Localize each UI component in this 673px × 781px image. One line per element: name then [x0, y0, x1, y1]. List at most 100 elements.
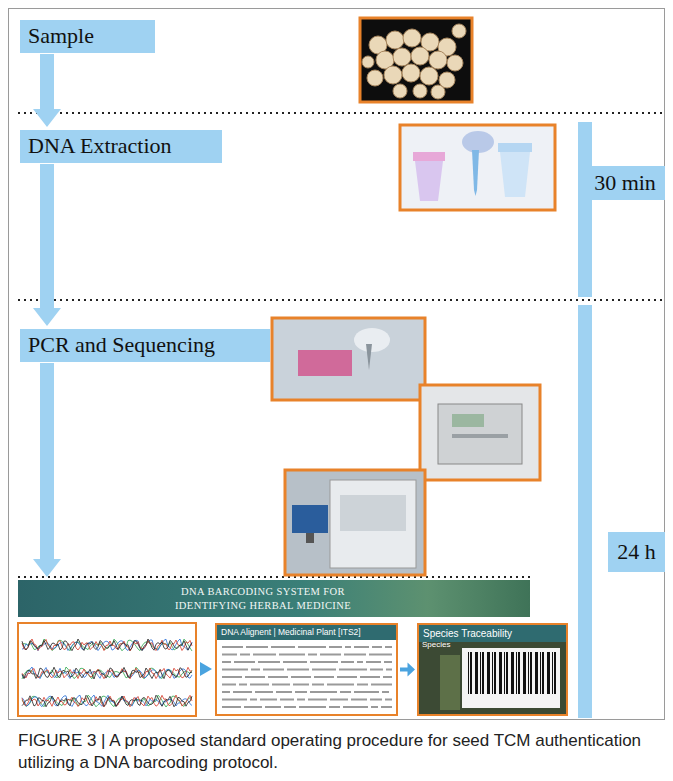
- alignment-screenshot: [357, 661, 363, 663]
- alignment-screenshot: [371, 706, 378, 708]
- pcr-photo: [452, 414, 484, 427]
- node-text: 30 min: [594, 170, 656, 196]
- seed-photo: [411, 47, 429, 65]
- species-screenshot: [475, 652, 478, 694]
- alignment-screenshot: [308, 699, 327, 701]
- alignment-screenshot: [276, 691, 292, 693]
- alignment-screenshot: [291, 676, 311, 678]
- species-screenshot: [547, 652, 550, 694]
- species-screenshot: [494, 652, 496, 694]
- species-screenshot: [540, 652, 541, 694]
- flow-arrow: [33, 54, 61, 127]
- seed-photo: [402, 64, 420, 82]
- species-screenshot: [504, 652, 505, 694]
- species-screenshot: [523, 652, 526, 694]
- species-screenshot: [542, 652, 544, 694]
- alignment-screenshot: [222, 661, 231, 663]
- alignment-screenshot: [345, 646, 351, 648]
- seed-photo: [403, 29, 421, 47]
- pcr-photo: [272, 318, 425, 400]
- alignment-screenshot: [271, 646, 295, 648]
- alignment-screenshot: [260, 699, 277, 701]
- species-screenshot: [506, 652, 508, 694]
- extraction-photo: [413, 152, 445, 161]
- alignment-screenshot: [385, 646, 392, 648]
- node-text: Species Traceability: [419, 625, 566, 642]
- alignment-screenshot: [251, 669, 260, 671]
- alignment-screenshot: [222, 646, 243, 648]
- alignment-screenshot: [250, 684, 269, 686]
- chromatogram-screenshot: [18, 623, 196, 716]
- dotted-divider: [18, 299, 665, 301]
- dotted-divider: [18, 113, 665, 577]
- alignment-screenshot: [329, 646, 342, 648]
- flow-arrow: [33, 164, 61, 326]
- chromatogram-screenshot: [22, 639, 192, 651]
- alignment-screenshot: [385, 699, 392, 701]
- pcr-photo: [306, 533, 314, 543]
- system-banner: DNA BARCODING SYSTEM FOR IDENTIFYING HER…: [18, 580, 530, 617]
- extraction-photo: [500, 152, 530, 197]
- alignment-screenshot: [371, 684, 392, 686]
- alignment-screenshot: [253, 654, 276, 656]
- species-screenshot: [440, 655, 460, 710]
- alignment-screenshot: [312, 669, 336, 671]
- seed-photo: [386, 31, 404, 49]
- alignment-screenshot: [341, 661, 354, 663]
- species-screenshot: [499, 652, 502, 694]
- species-screenshot: [468, 652, 469, 694]
- alignment-screenshot: [329, 706, 340, 708]
- species-screenshot: [528, 652, 529, 694]
- pcr-photo: [366, 344, 372, 370]
- pcr-photo: [285, 470, 425, 575]
- node-text: DNA Extraction: [28, 133, 172, 159]
- species-screenshot: [554, 652, 556, 694]
- extraction-photo: [498, 143, 532, 152]
- alignment-screenshot: [222, 684, 236, 686]
- dotted-divider: [18, 576, 530, 578]
- pcr-photo: [292, 505, 328, 533]
- chromatogram-screenshot: [22, 667, 192, 679]
- alignment-screenshot: [245, 676, 265, 678]
- alignment-screenshot: [344, 654, 366, 656]
- pcr-photo: [354, 328, 390, 352]
- alignment-screenshot: [222, 699, 247, 701]
- figure-frame: [9, 9, 665, 720]
- node-text: 24 h: [617, 539, 656, 565]
- alignment-screenshot: [314, 676, 334, 678]
- alignment-screenshot: [284, 706, 296, 708]
- alignment-screenshot: [337, 676, 357, 678]
- extraction-photo: [400, 125, 555, 210]
- alignment-screenshot: [272, 684, 290, 686]
- alignment-screenshot: [320, 654, 341, 656]
- panel-label: Species: [422, 640, 450, 650]
- pcr-photo: [340, 495, 406, 531]
- alignment-screenshot: [372, 646, 382, 648]
- alignment-screenshot: [383, 676, 392, 678]
- time-bar: [578, 122, 592, 718]
- flow-arrow: [200, 662, 212, 676]
- chromatogram-screenshot: [22, 667, 192, 679]
- chromatogram-screenshot: [22, 639, 192, 651]
- alignment-screenshot: [360, 676, 380, 678]
- alignment-screenshot: [327, 684, 354, 686]
- alignment-screenshot: [222, 691, 230, 693]
- alignment-screenshot: [239, 684, 247, 686]
- extraction-photo: [400, 125, 555, 210]
- alignment-screenshot: [255, 691, 273, 693]
- screenshot-panel: DNA Alignent | Medicinal Plant [ITS2]: [215, 623, 398, 716]
- alignment-screenshot: [308, 654, 317, 656]
- seed-photo: [431, 85, 445, 99]
- alignment-screenshot: [280, 699, 294, 701]
- step-label: DNA Extraction: [20, 130, 222, 163]
- extraction-photo: [472, 150, 479, 196]
- alignment-screenshot: [222, 706, 241, 708]
- node-text: DNA Alignent | Medicinal Plant [ITS2]: [217, 625, 396, 640]
- flow-arrow: [400, 663, 415, 677]
- species-screenshot: [419, 637, 566, 714]
- alignment-screenshot: [330, 699, 348, 701]
- alignment-screenshot: [222, 646, 392, 708]
- seed-photo: [393, 48, 411, 66]
- seed-photo: [384, 66, 402, 84]
